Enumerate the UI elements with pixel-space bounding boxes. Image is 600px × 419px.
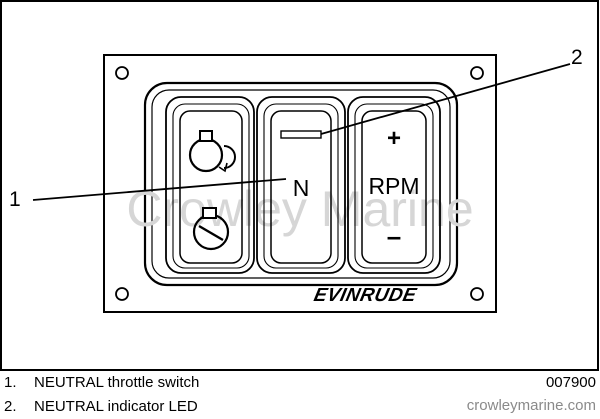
- key-switch-housing-inner: [172, 103, 250, 269]
- switch-panel-illustration: Crowley Marine N + RPM – EVINRUDE: [0, 0, 599, 371]
- legend-item-1-label: NEUTRAL throttle switch: [34, 374, 200, 391]
- neutral-switch-housing-outer: [256, 96, 346, 274]
- legend-item-1: 1. NEUTRAL throttle switch: [4, 374, 199, 391]
- legend-item-2-number: 2.: [4, 398, 17, 415]
- callout-1-leader: [32, 178, 287, 201]
- screw-hole-top-left: [115, 66, 129, 80]
- source-url: crowleymarine.com: [466, 397, 596, 414]
- legend-item-2-label: NEUTRAL indicator LED: [34, 398, 198, 415]
- watermark: Crowley Marine: [126, 181, 473, 237]
- key-switch-stop-icon: [192, 207, 230, 251]
- callout-2-leader: [320, 63, 571, 135]
- screw-hole-bottom-left: [115, 287, 129, 301]
- rpm-plus-symbol: +: [387, 125, 401, 152]
- key-switch-housing-outer: [165, 96, 255, 274]
- callout-1-number: 1: [9, 188, 21, 211]
- screw-hole-top-right: [470, 66, 484, 80]
- rpm-rocker-switch[interactable]: [361, 110, 427, 264]
- rpm-switch-housing-inner: [354, 103, 434, 269]
- rpm-label: RPM: [368, 173, 419, 199]
- figure-frame: [0, 0, 599, 371]
- legend-item-2: 2. NEUTRAL indicator LED: [4, 398, 198, 415]
- rpm-switch-housing-outer: [347, 96, 441, 274]
- evinrude-logo: EVINRUDE: [312, 285, 419, 306]
- rpm-minus-symbol: –: [387, 221, 401, 251]
- switch-bezel-inner: [151, 89, 451, 279]
- mounting-plate: [103, 54, 497, 313]
- neutral-switch-housing-inner: [263, 103, 339, 269]
- switch-bezel-outer: [143, 81, 459, 287]
- neutral-indicator-led: [280, 130, 322, 139]
- callout-2-number: 2: [571, 46, 583, 69]
- neutral-throttle-switch[interactable]: [270, 110, 332, 264]
- neutral-switch-letter: N: [293, 175, 310, 201]
- figure-number: 007900: [545, 374, 596, 391]
- key-switch-start-icon: [188, 130, 236, 173]
- screw-hole-bottom-right: [470, 287, 484, 301]
- legend-item-1-number: 1.: [4, 374, 17, 391]
